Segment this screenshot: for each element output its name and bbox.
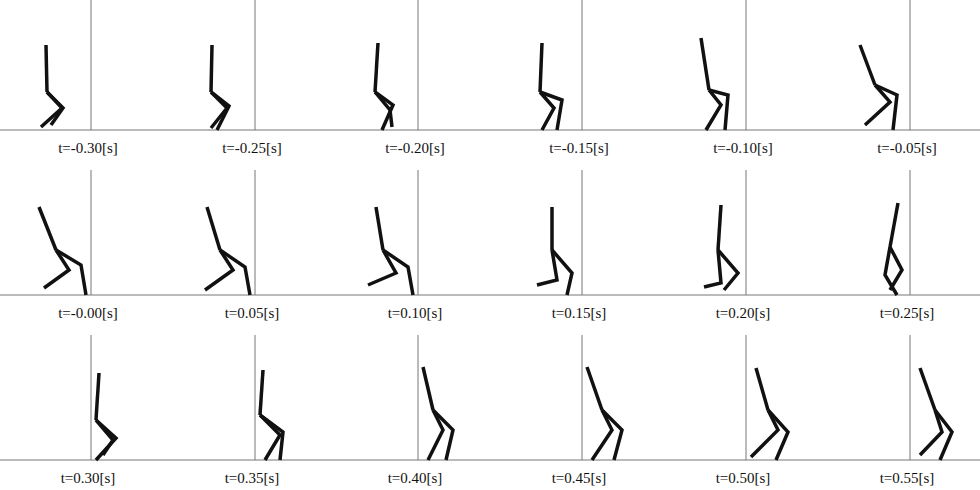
stick-figure <box>860 45 897 130</box>
time-label: t=0.45[s] <box>552 469 607 487</box>
time-label: t=0.15[s] <box>552 304 607 322</box>
stick-figure <box>96 373 116 460</box>
time-label: t=0.30[s] <box>61 469 116 487</box>
stick-figure <box>205 207 250 295</box>
stick-figure <box>423 367 453 460</box>
reference-lines <box>91 0 910 460</box>
time-label: t=-0.15[s] <box>549 139 609 157</box>
time-label: t=0.05[s] <box>225 304 280 322</box>
time-label: t=0.40[s] <box>388 469 443 487</box>
stick-figure <box>39 207 86 295</box>
time-label: t=0.50[s] <box>716 469 771 487</box>
stick-figure <box>537 207 572 295</box>
time-label: t=-0.30[s] <box>58 139 118 157</box>
stick-figure <box>704 205 738 290</box>
stick-figure <box>701 38 728 130</box>
stick-figure <box>375 43 393 130</box>
time-label: t=-0.00[s] <box>58 304 118 322</box>
stick-figure <box>540 43 562 130</box>
time-label: t=0.55[s] <box>880 469 935 487</box>
time-label: t=0.10[s] <box>388 304 443 322</box>
time-label: t=-0.05[s] <box>877 139 937 157</box>
stick-figure <box>368 207 413 295</box>
stick-figure <box>751 368 788 460</box>
stick-figure <box>920 368 952 460</box>
stick-figure <box>587 367 622 460</box>
time-label: t=0.20[s] <box>716 304 771 322</box>
time-label: t=-0.25[s] <box>222 139 282 157</box>
time-label: t=-0.20[s] <box>385 139 445 157</box>
stick-figure <box>41 45 63 127</box>
time-label: t=-0.10[s] <box>713 139 773 157</box>
stick-figure <box>260 370 283 460</box>
ground-lines <box>0 130 980 460</box>
stick-figure <box>211 45 229 130</box>
time-label: t=0.35[s] <box>225 469 280 487</box>
stick-figure <box>885 203 902 295</box>
time-label: t=0.25[s] <box>880 304 935 322</box>
